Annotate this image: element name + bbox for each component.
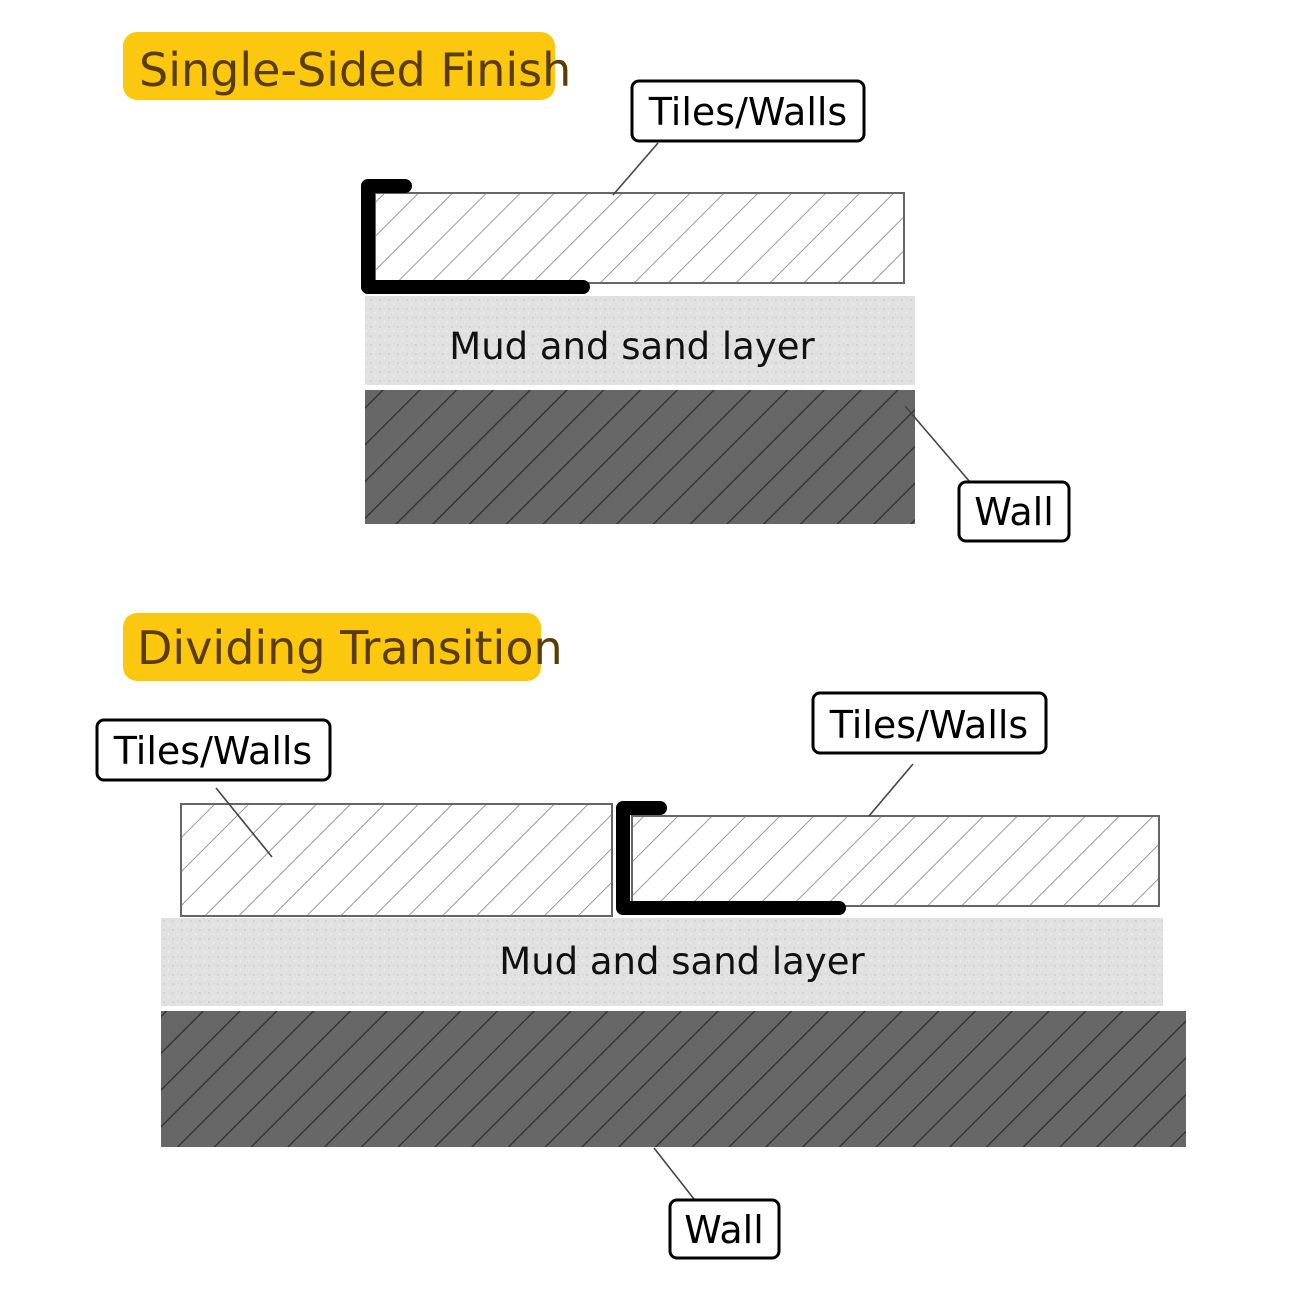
dividing-left-tile xyxy=(180,803,613,917)
single-sided-tiles-label: Tiles/Walls xyxy=(648,90,847,134)
dividing-title-badge xyxy=(123,613,541,681)
single-sided-wall xyxy=(365,390,915,524)
single-sided-tiles-leader xyxy=(612,142,659,196)
dividing-wall-label: Wall xyxy=(684,1208,764,1252)
dividing-section: Dividing Transition Mud and sand layer T… xyxy=(95,613,1186,1260)
dividing-mud-label: Mud and sand layer xyxy=(499,940,865,983)
dividing-title: Dividing Transition xyxy=(137,621,563,675)
single-sided-wall-callout xyxy=(957,480,1071,543)
dividing-left-tiles-label: Tiles/Walls xyxy=(113,729,312,773)
dividing-left-tiles-callout xyxy=(95,718,332,782)
single-sided-section: Single-Sided Finish Mud and sand layer T… xyxy=(123,32,1071,543)
single-sided-mud-label: Mud and sand layer xyxy=(449,325,815,368)
dividing-left-tiles-leader xyxy=(215,787,273,858)
dividing-wall-leader xyxy=(653,1147,695,1200)
dividing-mud-layer xyxy=(161,918,1163,1006)
dividing-right-tiles-callout xyxy=(811,691,1048,755)
dividing-right-tiles-leader xyxy=(868,763,914,817)
dividing-right-tiles-label: Tiles/Walls xyxy=(829,703,1028,747)
dividing-wall xyxy=(161,1011,1186,1147)
dividing-trim-profile xyxy=(616,801,846,915)
single-sided-title: Single-Sided Finish xyxy=(139,43,571,97)
dividing-right-tile xyxy=(631,815,1160,907)
single-sided-tile xyxy=(374,192,905,284)
single-sided-title-badge xyxy=(123,32,555,100)
dividing-wall-callout xyxy=(668,1198,781,1260)
single-sided-trim-profile xyxy=(361,179,590,294)
single-sided-tiles-callout xyxy=(630,79,866,143)
single-sided-wall-label: Wall xyxy=(974,490,1054,534)
single-sided-wall-leader xyxy=(904,405,971,483)
single-sided-mud-layer xyxy=(365,296,915,385)
